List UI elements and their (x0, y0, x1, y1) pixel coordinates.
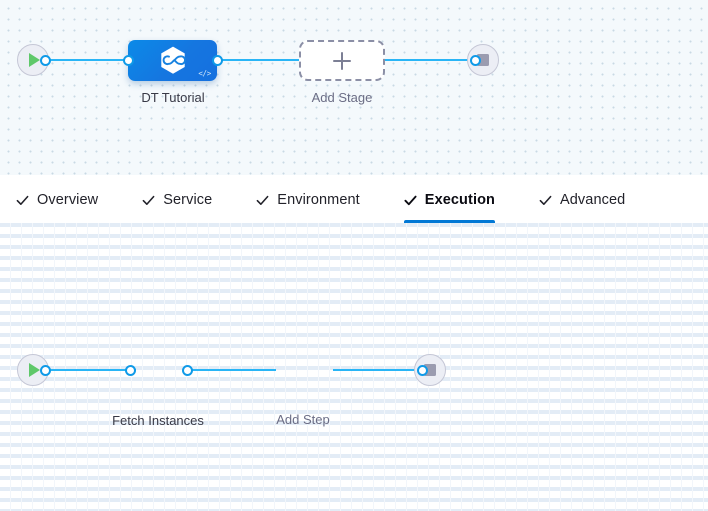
stage-pipeline-canvas[interactable]: </> DT Tutorial Add Stage (0, 0, 708, 175)
edge-stage-to-add-stage (212, 59, 304, 61)
steps-end-input-port[interactable] (417, 365, 428, 376)
tab-advanced-label: Advanced (560, 192, 626, 208)
end-node-input-port[interactable] (470, 55, 481, 66)
stage-node-label: DT Tutorial (141, 90, 205, 105)
tab-environment-label: Environment (277, 192, 360, 208)
stage-node-input-port[interactable] (123, 55, 134, 66)
stage-config-tabbar: Overview Service Environment Execution A… (0, 175, 708, 223)
tab-service-label: Service (163, 192, 213, 208)
add-stage-label: Add Stage (311, 90, 373, 105)
tab-service[interactable]: Service (142, 175, 212, 223)
play-icon (29, 363, 40, 377)
edge-step-to-add-step (184, 369, 276, 371)
plus-icon (333, 51, 351, 70)
edge-start-to-stage (44, 59, 134, 61)
check-icon (404, 195, 417, 205)
execution-steps-canvas[interactable]: </> Fetch Instances Add Step (0, 223, 708, 511)
add-step-label: Add Step (276, 412, 330, 427)
check-icon (256, 195, 269, 205)
step-node-output-port[interactable] (182, 365, 193, 376)
tab-environment[interactable]: Environment (256, 175, 360, 223)
tab-execution-label: Execution (424, 192, 495, 208)
harness-hexagon-infinity-icon (160, 46, 186, 74)
stage-code-badge: </> (198, 69, 211, 78)
step-node-label: Fetch Instances (112, 413, 204, 428)
edge-add-stage-to-end (382, 59, 476, 61)
stage-node-dt-tutorial[interactable]: </> (128, 40, 217, 81)
play-icon (29, 53, 40, 67)
steps-start-output-port[interactable] (40, 365, 51, 376)
check-icon (142, 195, 155, 205)
canvas-grid (0, 223, 708, 511)
stage-node-output-port[interactable] (212, 55, 223, 66)
tab-overview-label: Overview (37, 192, 99, 208)
check-icon (539, 195, 552, 205)
step-node-input-port[interactable] (125, 365, 136, 376)
edge-start-to-step (44, 369, 136, 371)
check-icon (16, 195, 29, 205)
add-stage-button[interactable] (299, 40, 385, 81)
edge-add-step-to-end (333, 369, 423, 371)
start-node-output-port[interactable] (40, 55, 51, 66)
tab-execution[interactable]: Execution (403, 175, 496, 223)
tab-advanced[interactable]: Advanced (539, 175, 625, 223)
tab-overview[interactable]: Overview (16, 175, 98, 223)
